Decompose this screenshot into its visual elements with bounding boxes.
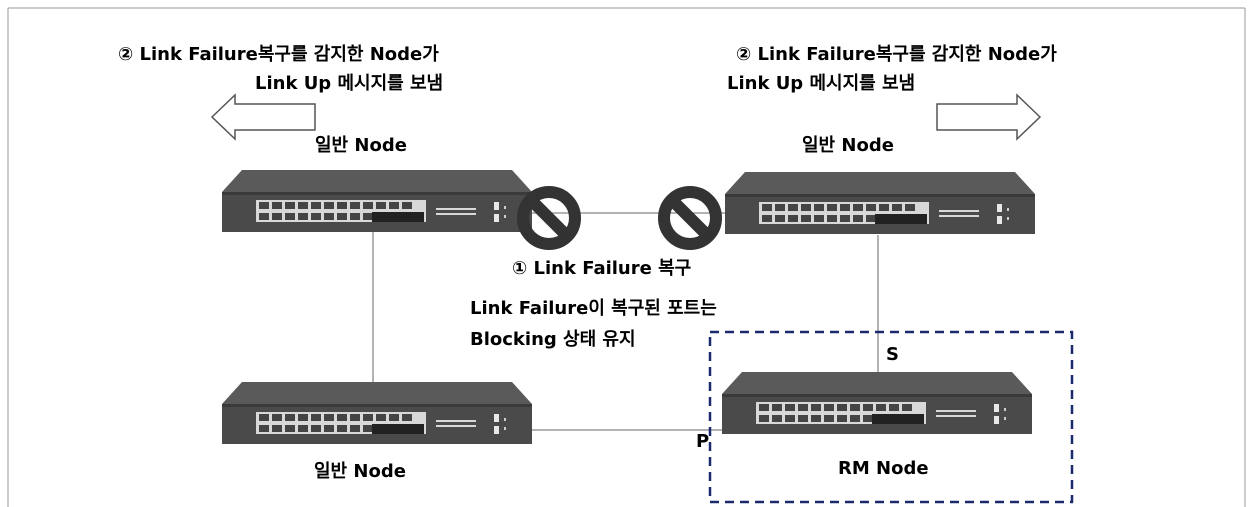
switch-top-left [222, 170, 532, 232]
rm-node-boundary [708, 330, 1074, 504]
arrow-left-icon [210, 93, 316, 141]
switch-top-right [725, 172, 1035, 234]
prohibited-icon [658, 186, 722, 250]
switch-bottom-left [222, 382, 532, 444]
node-bottom-left-label: 일반 Node [314, 461, 406, 482]
port-s-label: S [886, 344, 899, 365]
left-message-line2: Link Up 메시지를 보냄 [255, 73, 444, 94]
switch-rm [722, 372, 1032, 434]
recovery-desc-line1: Link Failure이 복구된 포트는 [470, 298, 717, 319]
right-message-line1: ② Link Failure복구를 감지한 Node가 [736, 44, 1057, 65]
left-message-line1: ② Link Failure복구를 감지한 Node가 [118, 44, 439, 65]
port-p-label: P [696, 431, 710, 452]
prohibited-icon [517, 186, 581, 250]
node-top-left-label: 일반 Node [315, 135, 407, 156]
arrow-right-icon [936, 93, 1042, 141]
node-top-right-label: 일반 Node [802, 135, 894, 156]
rm-node-label: RM Node [838, 458, 929, 479]
recovery-desc-line2: Blocking 상태 유지 [470, 329, 636, 350]
recovery-title: ① Link Failure 복구 [512, 258, 692, 279]
right-message-line2: Link Up 메시지를 보냄 [727, 73, 916, 94]
